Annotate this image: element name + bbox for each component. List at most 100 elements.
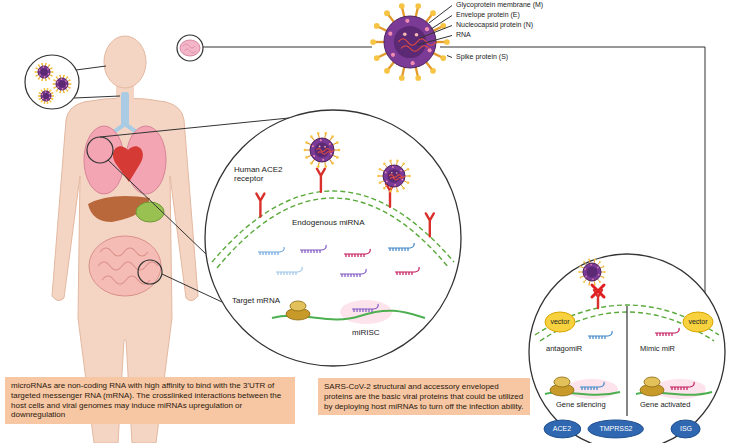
oval-fill (544, 420, 581, 438)
envelope-protein (46, 99, 48, 101)
spike-tip (407, 168, 409, 170)
spike-tip (599, 281, 601, 283)
spike-tip (51, 98, 53, 100)
divider-line (626, 306, 627, 416)
ribosome-small (290, 301, 306, 311)
spike-tip (69, 87, 71, 89)
spike-tip (579, 265, 581, 267)
viral-core (58, 80, 65, 87)
spike-tip (48, 64, 50, 66)
envelope-protein (65, 80, 67, 82)
gene-oval: ISG (670, 419, 701, 439)
spike-tip (384, 68, 390, 74)
viral-core (43, 93, 49, 99)
spike-tip (396, 190, 398, 192)
envelope-protein (47, 68, 49, 70)
envelope-protein (43, 66, 45, 68)
spike-tip (51, 75, 53, 77)
spike-tip (38, 64, 40, 66)
leader-line (447, 56, 452, 58)
spike-tip (35, 75, 37, 77)
leader-line (417, 36, 452, 46)
spike-tip (59, 75, 61, 77)
part-label: vector (550, 318, 569, 326)
envelope-protein (411, 61, 415, 65)
spike-tip (35, 67, 37, 69)
mirna-strand (670, 382, 694, 390)
spike-tip (379, 182, 381, 184)
spike-tip (444, 39, 450, 45)
spike-tip (70, 83, 72, 85)
envelope-protein (48, 73, 50, 75)
spike-tip (396, 160, 398, 162)
trachea (121, 92, 129, 126)
virus-particle (34, 63, 53, 82)
part-label: antagomiR (546, 345, 582, 354)
spike-tip (604, 271, 606, 273)
spike-tip (47, 102, 49, 104)
spike-tip (579, 277, 581, 279)
spike-tip (399, 3, 405, 9)
spike-tip (66, 76, 68, 78)
spike-tip (430, 10, 436, 16)
envelope-protein (320, 139, 322, 141)
viral-envelope (41, 91, 51, 101)
leader-line (420, 26, 452, 39)
gene-name: ISG (680, 425, 692, 433)
spike-tip (43, 88, 45, 90)
envelope-protein (48, 93, 50, 95)
viral-core (586, 266, 597, 277)
envelope-protein (391, 53, 395, 57)
envelope-protein (385, 172, 387, 174)
spike-tip (53, 79, 55, 81)
vector-particle (683, 312, 713, 332)
spike-tip (377, 175, 379, 177)
spike-tip (430, 68, 436, 74)
intestines (89, 236, 161, 296)
spike-tip (41, 89, 43, 91)
spike-tip (45, 79, 47, 81)
mirna-strand (588, 331, 612, 339)
part-label: Endogenous miRNA (292, 218, 364, 227)
spike-tip (69, 79, 71, 81)
spike-tip (48, 78, 50, 80)
viral-envelope (38, 66, 50, 78)
spike-tip (41, 63, 43, 65)
spike-tip (52, 71, 54, 73)
viral-envelope (383, 165, 405, 187)
spike-tip (47, 88, 49, 90)
spike-tip (304, 149, 307, 152)
part-label: Spike protein (S) (456, 53, 508, 61)
envelope-protein (329, 143, 331, 145)
leader-line (429, 6, 452, 24)
spike-tip (51, 67, 53, 69)
spike-tip (49, 101, 51, 103)
spike-tip (317, 165, 320, 168)
spike-tip (588, 259, 590, 261)
envelope-protein (42, 98, 44, 100)
spike-tip (49, 89, 51, 91)
virus-particle (38, 88, 54, 104)
zoom-circle (205, 110, 461, 366)
spike-tip (407, 182, 409, 184)
virus-particle (370, 3, 450, 81)
nucleocapsid-protein (396, 172, 398, 174)
spike-tip (383, 163, 385, 165)
envelope-protein (405, 19, 409, 23)
spike-tip (324, 165, 327, 168)
viral-envelope (310, 138, 334, 162)
envelope-protein (584, 268, 586, 270)
spike-tip (52, 83, 54, 85)
nucleocapsid-protein (391, 172, 393, 174)
spike-tip (56, 76, 58, 78)
spike-tip (384, 10, 390, 16)
zoom-line (203, 47, 372, 48)
spike-tip (603, 265, 605, 267)
viral-envelope (56, 78, 68, 90)
viral-rna (317, 148, 334, 154)
envelope-protein (592, 279, 594, 281)
ribosome-small (554, 377, 570, 387)
part-label: Glycoprotein membrane (M) (456, 1, 543, 9)
zoom-circle (529, 254, 725, 443)
